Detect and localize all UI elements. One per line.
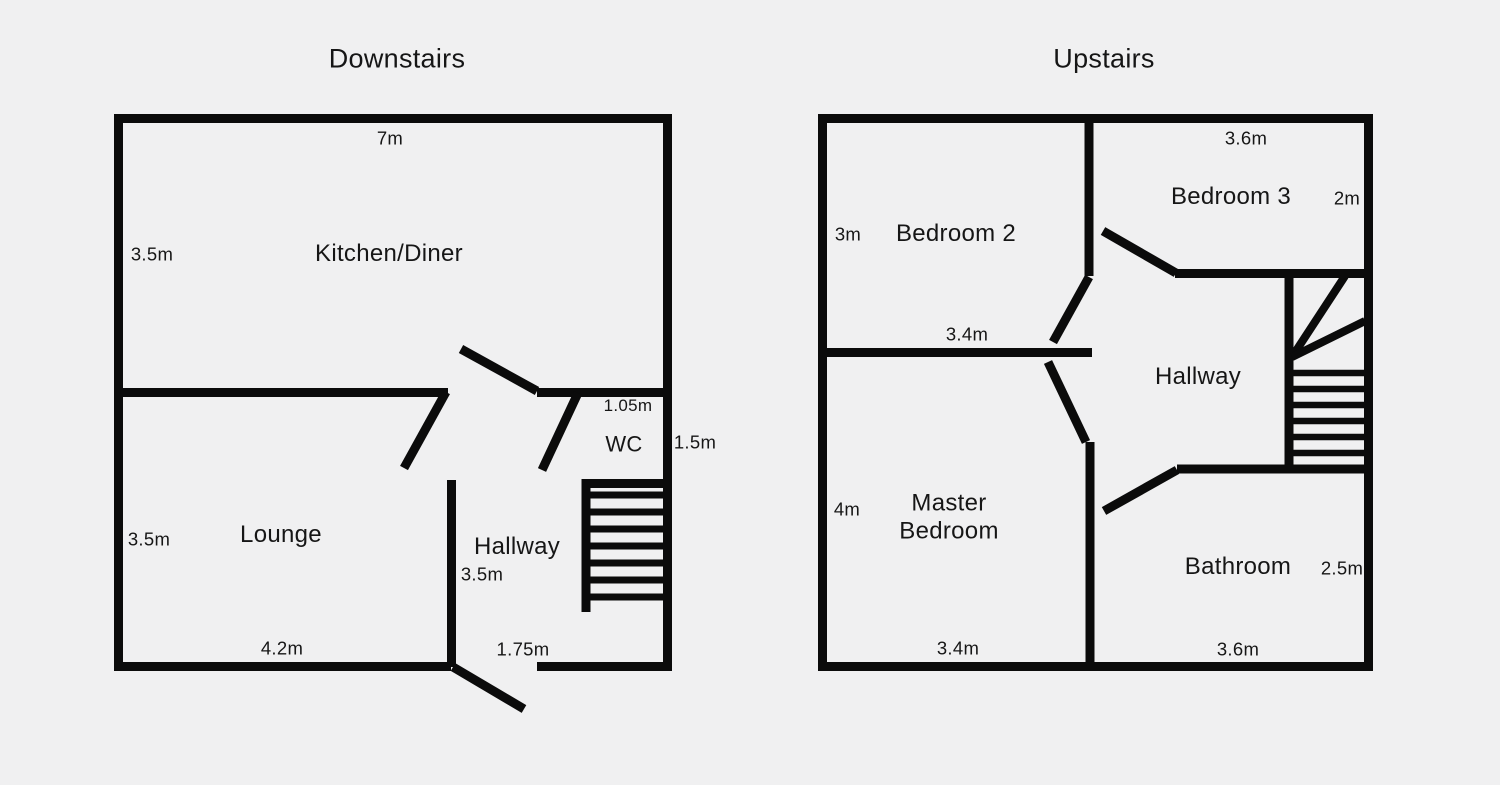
- dim-kitchen-width: 7m: [376, 127, 404, 149]
- bathroom-door: [1101, 466, 1180, 515]
- winder-tread: [1290, 317, 1367, 361]
- room-label-hallway-down: Hallway: [473, 533, 561, 561]
- room-label-kitchen-diner: Kitchen/Diner: [315, 240, 463, 268]
- dim-wc-width: 1.05m: [603, 396, 653, 416]
- bedroom2-door: [1049, 274, 1093, 345]
- room-label-bedroom2: Bedroom 2: [895, 220, 1017, 248]
- dim-bedroom3-width: 3.6m: [1224, 127, 1268, 149]
- room-label-bedroom3: Bedroom 3: [1170, 183, 1292, 211]
- dim-bathroom-height: 2.5m: [1320, 557, 1364, 579]
- downstairs-staircase: [590, 491, 663, 601]
- dim-master-height: 4m: [833, 498, 861, 520]
- upstairs-plan: [818, 114, 1373, 671]
- entrance-door: [450, 663, 527, 713]
- dim-kitchen-height: 3.5m: [130, 243, 174, 265]
- dim-bedroom2-width: 3.4m: [945, 323, 989, 345]
- upstairs-title: Upstairs: [1053, 43, 1155, 74]
- room-label-lounge: Lounge: [240, 521, 322, 549]
- room-label-hallway-up: Hallway: [1154, 363, 1242, 391]
- dim-hallway-width: 1.75m: [496, 638, 550, 660]
- dim-bedroom2-height: 3m: [834, 223, 862, 245]
- downstairs-title: Downstairs: [328, 43, 466, 74]
- dim-wc-height: 1.5m: [673, 431, 717, 453]
- dim-bedroom3-height: 2m: [1333, 187, 1361, 209]
- dim-bathroom-width: 3.6m: [1216, 638, 1260, 660]
- wc-door: [537, 391, 583, 472]
- dim-master-width: 3.4m: [936, 637, 980, 659]
- room-label-master-bedroom: Master Bedroom: [899, 489, 999, 544]
- dim-hallway-height: 3.5m: [460, 563, 504, 585]
- lounge-door: [400, 389, 450, 471]
- bedroom3-door: [1100, 227, 1179, 277]
- dim-lounge-width: 4.2m: [260, 637, 304, 659]
- winder-tread: [1288, 273, 1349, 360]
- kitchen-door: [458, 345, 540, 395]
- room-label-wc: WC: [605, 431, 643, 457]
- master-bedroom-door: [1043, 360, 1091, 444]
- upstairs-staircase: [1288, 273, 1367, 457]
- room-label-bathroom: Bathroom: [1184, 553, 1292, 581]
- downstairs-plan: [114, 114, 672, 713]
- dim-lounge-height: 3.5m: [127, 528, 171, 550]
